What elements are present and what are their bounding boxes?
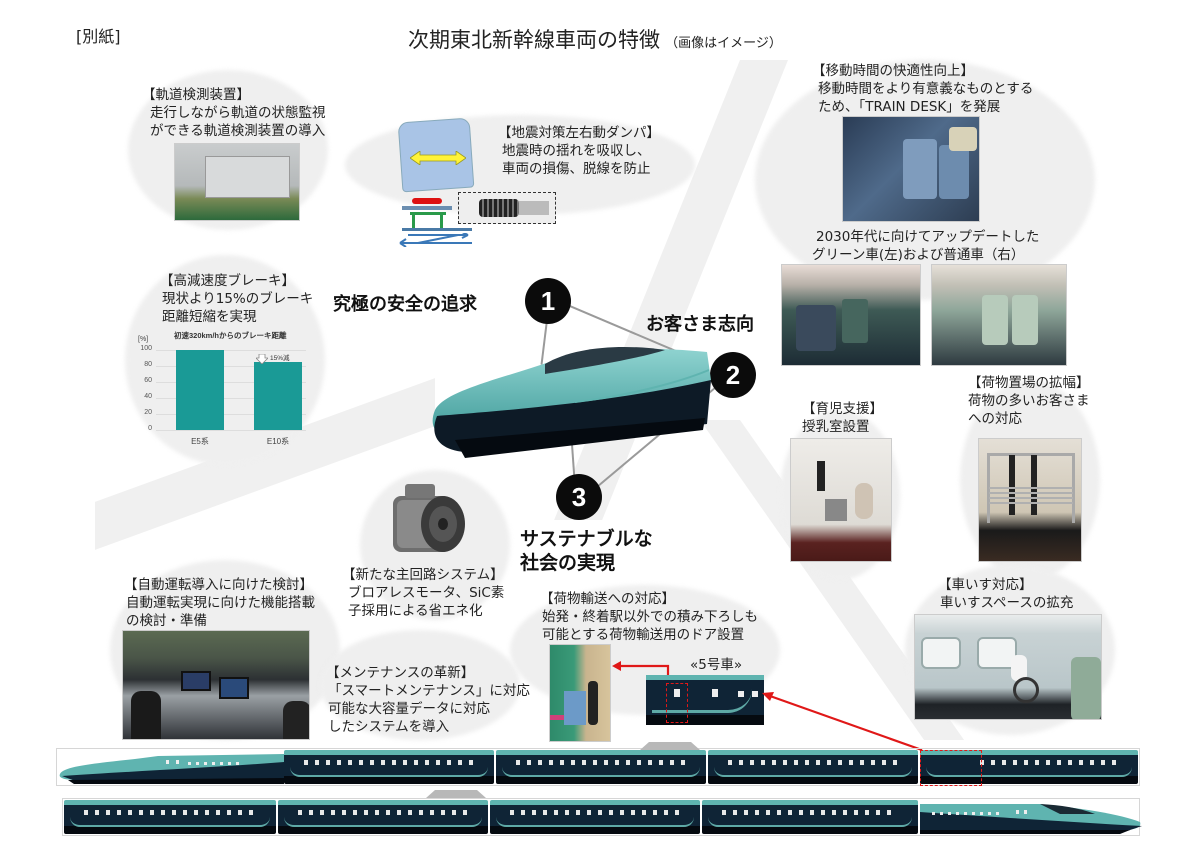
autonomous-title: 【自動運転導入に向けた検討】	[124, 577, 313, 593]
chart-title: 初速320km/hからのブレーキ距離	[174, 331, 287, 340]
main-circuit-line: 子採用による省エネ化	[348, 603, 483, 619]
y-tick: 60	[144, 377, 152, 384]
pillar-badge-2: 2	[710, 352, 756, 398]
seat-update-line: 2030年代に向けてアップデートした	[816, 229, 1040, 245]
seat-update-line: グリーン車(左)および普通車（右）	[812, 247, 1025, 263]
chart-annotation: 15%減	[270, 355, 290, 362]
damper-red-part	[412, 198, 442, 204]
track-inspection-line: ができる軌道検測装置の導入	[150, 123, 326, 139]
damper-line: 車両の損傷、脱線を防止	[502, 161, 651, 177]
attachment-label: [別紙]	[76, 27, 121, 46]
cargo-platform-photo	[549, 644, 611, 742]
car5-closeup	[646, 675, 764, 725]
track-inspection-title: 【軌道検測装置】	[142, 87, 250, 103]
formation-frame	[56, 748, 1140, 786]
luggage-title: 【荷物置場の拡幅】	[968, 375, 1090, 391]
main-circuit-line: ブロアレスモータ、SiC素	[348, 585, 505, 601]
green-car-photo	[781, 264, 921, 366]
autonomous-line: 自動運転実現に向けた機能搭載	[126, 595, 315, 611]
nursing-room-photo	[790, 438, 892, 562]
y-tick: 80	[144, 361, 152, 368]
damper-line: 地震時の揺れを吸収し、	[502, 143, 651, 159]
brake-line: 距離短縮を実現	[162, 309, 257, 325]
train-nose-image	[425, 340, 715, 460]
formation-car-9	[278, 800, 488, 834]
page-title-main: 次期東北新幹線車両の特徴	[408, 28, 660, 52]
cab-photo	[122, 630, 310, 740]
wheelchair-line: 車いすスペースの拡充	[940, 595, 1074, 611]
comfort-line: 移動時間をより有意義なものとする	[818, 81, 1034, 97]
maintenance-line: 「スマートメンテナンス」に対応	[328, 683, 530, 699]
wheelchair-title: 【車いす対応】	[938, 577, 1033, 593]
formation-car-3	[496, 750, 706, 784]
pillar-badge-1: 1	[525, 278, 571, 324]
y-tick: 100	[140, 345, 152, 352]
track-inspection-photo	[174, 143, 300, 221]
bar-e5	[176, 350, 224, 430]
down-arrow-icon	[255, 351, 269, 365]
y-tick: 20	[144, 409, 152, 416]
cargo-door-highlight	[666, 683, 688, 723]
formation-frame	[62, 798, 1140, 836]
background-blob	[320, 630, 520, 740]
chart-ylabel: [%]	[138, 336, 149, 343]
ordinary-car-photo	[931, 264, 1067, 366]
brake-line: 現状より15%のブレーキ	[162, 291, 314, 307]
motor-image	[385, 478, 471, 562]
main-circuit-title: 【新たな主回路システム】	[342, 567, 504, 583]
track-inspection-line: 走行しながら軌道の状態監視	[150, 105, 326, 121]
maintenance-title: 【メンテナンスの革新】	[326, 665, 475, 681]
pillar-label-sustainable-2: 社会の実現	[520, 552, 616, 574]
formation-car-6	[920, 800, 1142, 834]
car5-pointer-arrow-icon	[760, 688, 925, 752]
pillar-label-sustainable: サステナブルな	[520, 528, 653, 550]
bar-e10	[254, 362, 302, 430]
formation-car-7	[702, 800, 918, 834]
cargo-line: 可能とする荷物輸送用のドア設置	[542, 627, 745, 643]
damper-title: 【地震対策左右動ダンパ】	[498, 125, 660, 141]
x-label: E5系	[191, 437, 209, 446]
cargo-title: 【荷物輸送への対応】	[540, 591, 675, 607]
comfort-line: ため、「TRAIN DESK」を発展	[818, 99, 1001, 115]
pillar-label-customer: お客さま志向	[646, 314, 754, 335]
luggage-rack-photo	[978, 438, 1082, 562]
pantograph-cover	[426, 790, 486, 798]
y-tick: 0	[148, 425, 152, 432]
childcare-line: 授乳室設置	[802, 419, 870, 435]
cargo-line: 始発・終着駅以外での積み下ろしも	[542, 609, 758, 625]
car5-highlight-box	[920, 750, 982, 786]
formation-car-4	[708, 750, 918, 784]
brake-distance-chart: 初速320km/hからのブレーキ距離 [%] 100 80 60 40 20 0…	[134, 330, 310, 456]
damper-photo	[458, 192, 556, 224]
maintenance-line: したシステムを導入	[328, 719, 450, 735]
formation-car-5	[920, 750, 1138, 784]
arrow-bottom-icon	[398, 231, 474, 248]
page-title-note: （画像はイメージ）	[665, 36, 782, 51]
childcare-title: 【育児支援】	[802, 401, 883, 417]
autonomous-line: の検討・準備	[126, 613, 207, 629]
luggage-line: への対応	[968, 411, 1022, 427]
x-label: E10系	[266, 437, 290, 446]
y-tick: 40	[144, 393, 152, 400]
pantograph-cover	[640, 742, 700, 750]
formation-car-8	[490, 800, 700, 834]
formation-car-10	[64, 800, 276, 834]
car5-label: «5号車»	[690, 657, 743, 673]
comfort-title: 【移動時間の快適性向上】	[812, 63, 974, 79]
formation-car-1	[58, 750, 284, 784]
double-arrow-icon	[409, 150, 467, 166]
pillar-badge-3: 3	[556, 474, 602, 520]
brake-title: 【高減速度ブレーキ】	[160, 273, 295, 289]
page-title: 次期東北新幹線車両の特徴 （画像はイメージ）	[408, 24, 782, 54]
formation-car-2	[284, 750, 494, 784]
damper-diagram	[392, 112, 562, 248]
train-desk-photo	[842, 116, 980, 222]
luggage-line: 荷物の多いお客さま	[968, 393, 1090, 409]
pillar-label-safety: 究極の安全の追求	[333, 294, 477, 315]
maintenance-line: 可能な大容量データに対応	[328, 701, 490, 717]
wheelchair-space-photo	[914, 614, 1102, 720]
